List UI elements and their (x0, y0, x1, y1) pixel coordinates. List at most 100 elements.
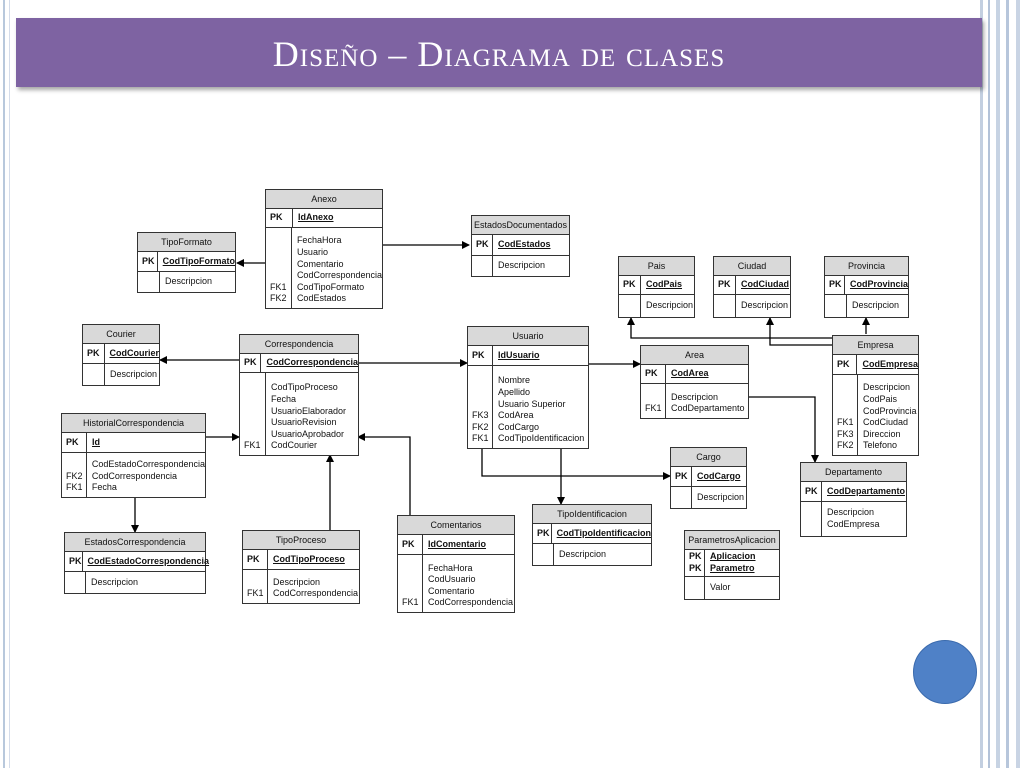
primary-key-fields: CodEstados (493, 235, 551, 255)
rel-usuario-cargo (481, 446, 671, 480)
attribute: FechaHora (428, 562, 473, 573)
attribute: CodCiudad (863, 417, 909, 428)
fk-label-column (472, 256, 493, 276)
pk-label-column: PK (398, 535, 423, 554)
primary-key-fields: CodPais (641, 276, 682, 294)
entity-name: Departamento (801, 463, 906, 482)
primary-key-field: IdComentario (428, 538, 487, 549)
fk-label: FK2 (270, 293, 287, 304)
rel-area-departamento (749, 396, 819, 463)
entity-name: Anexo (266, 190, 382, 209)
fk-label-column (801, 502, 822, 536)
fk-label: FK1 (247, 588, 264, 599)
pk-label: PK (142, 255, 155, 266)
primary-key-field: CodEstados (498, 239, 551, 250)
entity-name: Pais (619, 257, 694, 276)
fk-label-column: FK1 (240, 373, 266, 455)
attribute: FechaHora (296, 235, 342, 246)
fk-label-column: FK1 (243, 570, 268, 603)
attribute-list: Descripcion (554, 544, 606, 565)
primary-key-fields: Id (87, 433, 100, 452)
pk-label: PK (829, 279, 842, 290)
slide-border-left (3, 0, 5, 768)
pk-label: PK (69, 555, 82, 566)
entity-name: Area (641, 346, 748, 365)
attribute-list: Descripcion (160, 272, 212, 292)
fk-label: FK3 (472, 410, 489, 421)
pk-label-column: PK (825, 276, 845, 294)
primary-key-fields: CodEstadoCorrespondencia (83, 552, 210, 571)
attribute: Descripcion (110, 368, 158, 379)
entity-name: Comentarios (398, 516, 514, 535)
attribute: Descripcion (498, 260, 546, 271)
primary-key-field: CodPais (646, 279, 683, 290)
attribute-list: Descripcion (847, 295, 899, 317)
entity-name: Correspondencia (240, 335, 358, 354)
fk-label: FK3 (837, 428, 854, 439)
entity-name: Provincia (825, 257, 908, 276)
rel-empresa-ciudad (766, 317, 832, 346)
primary-key-fields: CodArea (666, 365, 709, 383)
entity-name: Ciudad (714, 257, 790, 276)
fk-label-column (825, 295, 847, 317)
pk-label: PK (472, 349, 485, 360)
attribute: Descripcion (827, 507, 875, 518)
attribute: CodArea (498, 410, 534, 421)
attribute: CodTipoIdentificacion (498, 433, 585, 444)
fk-label-column (83, 364, 105, 385)
primary-key-field: CodCourier (109, 347, 160, 358)
primary-key-fields: CodCourier (105, 344, 160, 363)
fk-label-column (65, 572, 86, 593)
pk-label-column: PK (533, 524, 552, 543)
attribute: CodTipoFormato (296, 281, 365, 292)
attribute: Comentario (296, 258, 344, 269)
attribute: Fecha (91, 482, 117, 493)
entity-name: Cargo (671, 448, 746, 467)
attribute: Apellido (498, 387, 531, 398)
primary-key-field: Id (92, 436, 100, 447)
fk-label-column (619, 295, 641, 317)
attribute: CodTipoProceso (271, 382, 338, 393)
pk-label-column: PK (240, 354, 262, 372)
pk-label: PK (689, 563, 702, 573)
attribute-list: Valor (705, 577, 730, 599)
attribute: Valor (710, 582, 731, 593)
primary-key-fields: CodDepartamento (822, 482, 905, 501)
primary-key-fields: CodTipoFormato (158, 252, 235, 271)
attribute: CodCorrespondencia (428, 597, 514, 608)
fk-label-column (533, 544, 554, 565)
slide-border-right-2 (988, 0, 990, 768)
pk-label: PK (244, 357, 257, 368)
primary-key-field: CodDepartamento (827, 485, 906, 496)
attribute: Usuario Superior (498, 398, 566, 409)
attribute-list: Descripcion (105, 364, 157, 385)
attribute: Descripcion (165, 276, 213, 287)
attribute: Descripcion (671, 391, 719, 402)
fk-label-column (671, 487, 692, 508)
entity-name: EstadosDocumentados (472, 216, 569, 235)
entity-name: EstadosCorrespondencia (65, 533, 205, 552)
primary-key-field: Parametro (710, 563, 755, 573)
attribute: UsuarioElaborador (271, 405, 347, 416)
primary-key-fields: CodCiudad (736, 276, 789, 294)
